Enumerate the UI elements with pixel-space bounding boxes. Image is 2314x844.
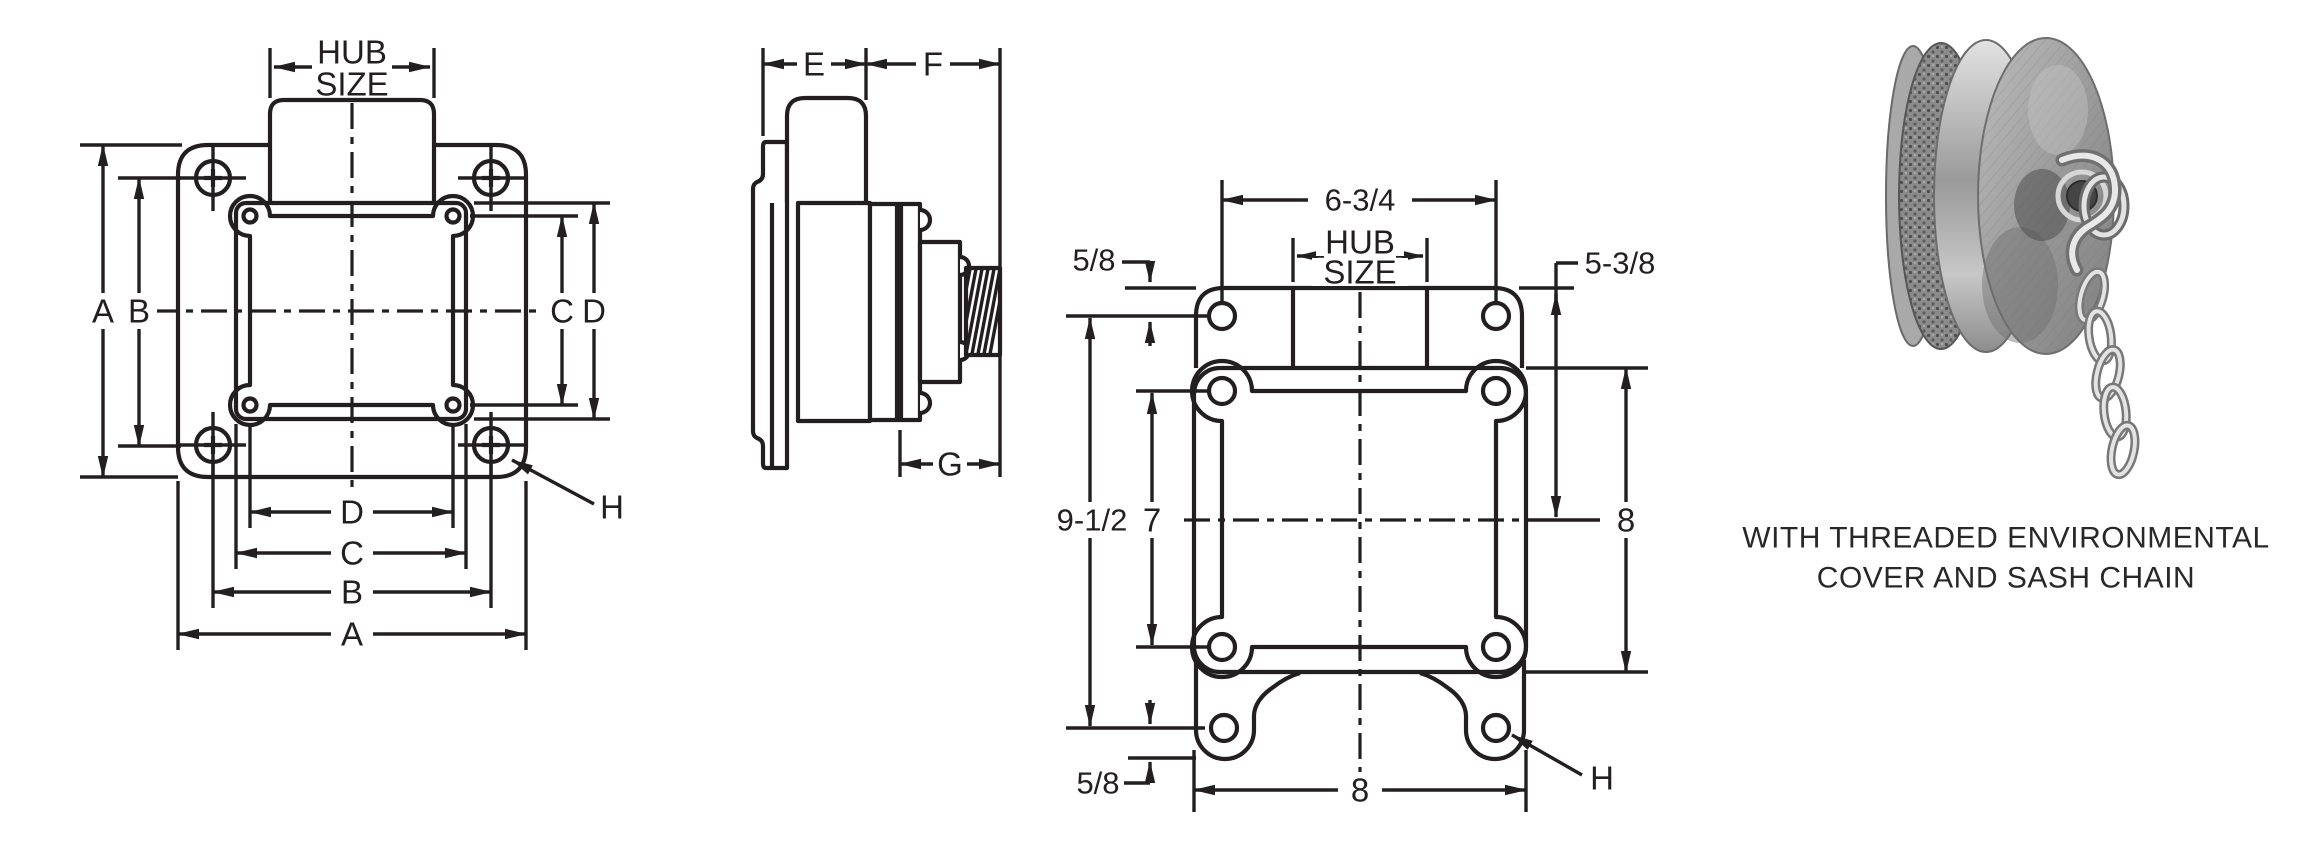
- face-highlight: [2028, 65, 2088, 155]
- side-view-drawing: E F G: [750, 46, 1003, 483]
- dim-label-b-vertical: B: [128, 293, 150, 330]
- dim-label-d-vertical: D: [582, 293, 606, 330]
- mounting-holes: [180, 145, 524, 478]
- hub-edge-lines: [1290, 290, 1430, 366]
- front-view-drawing: HUB SIZE A B C D D C B A H: [80, 34, 624, 653]
- thread-hatching: [966, 268, 1000, 355]
- dimensioned-view-drawing: 6-3/4 HUB SIZE 5/8 5-3/8 9-1/2 7 8 8 5/8…: [1046, 180, 1655, 812]
- dim-label-box-height: 8: [1617, 502, 1635, 539]
- hub-size-label-line1: HUB: [317, 34, 387, 71]
- product-photo: WITH THREADED ENVIRONMENTAL COVER AND SA…: [1742, 37, 2269, 595]
- body-side-profile: [795, 200, 873, 424]
- dim-label-e: E: [803, 46, 825, 83]
- bolt-shadow: [2014, 169, 2070, 241]
- dim-label-b-horizontal: B: [341, 574, 363, 611]
- hub-size-label-line2: SIZE: [315, 66, 388, 103]
- dim-label-upper-right: 5-3/8: [1585, 246, 1656, 281]
- hub-size-label-line2: SIZE: [1323, 254, 1396, 291]
- photo-caption-line2: COVER AND SASH CHAIN: [1817, 562, 2195, 595]
- h-leader-line: [511, 458, 595, 506]
- cover-screw-bumps: [919, 207, 933, 416]
- sash-chain: [2074, 267, 2140, 480]
- sash-hook: [2055, 149, 2130, 277]
- dim-label-f: F: [923, 46, 943, 83]
- dim-label-a-horizontal: A: [341, 616, 363, 653]
- dim-label-h-leader: H: [600, 489, 624, 526]
- dim-label-c-vertical: C: [550, 293, 574, 330]
- dim-label-bottom-offset: 5/8: [1076, 766, 1119, 801]
- flange-holes: [1206, 300, 1512, 744]
- dim-label-bottom-width: 8: [1351, 772, 1369, 809]
- dim-label-c-horizontal: C: [340, 535, 364, 572]
- dim-label-a-vertical: A: [92, 293, 114, 330]
- dim-label-g: G: [937, 446, 963, 483]
- h-leader-line: [1511, 733, 1583, 777]
- dim-label-h-leader: H: [1590, 760, 1614, 797]
- hub-outline: [267, 97, 437, 203]
- dim-label-inner-height: 7: [1143, 502, 1161, 539]
- hub-side-profile: [784, 95, 869, 203]
- photo-caption-line1: WITH THREADED ENVIRONMENTAL: [1742, 522, 2269, 555]
- receptacle-boss: [917, 239, 963, 385]
- dim-label-top-offset: 5/8: [1072, 243, 1115, 278]
- face-shadow: [1982, 227, 2058, 343]
- cover-inner-scallop: [1189, 358, 1529, 680]
- hub-size-label-line1: HUB: [1325, 224, 1395, 261]
- corner-holes: [1206, 375, 1512, 663]
- dim-label-overall-height: 9-1/2: [1057, 503, 1128, 538]
- cover-screw-holes: [241, 207, 462, 414]
- threaded-nipple: [963, 265, 1003, 358]
- dim-label-top-width: 6-3/4: [1325, 183, 1396, 218]
- dim-label-d-horizontal: D: [340, 494, 364, 531]
